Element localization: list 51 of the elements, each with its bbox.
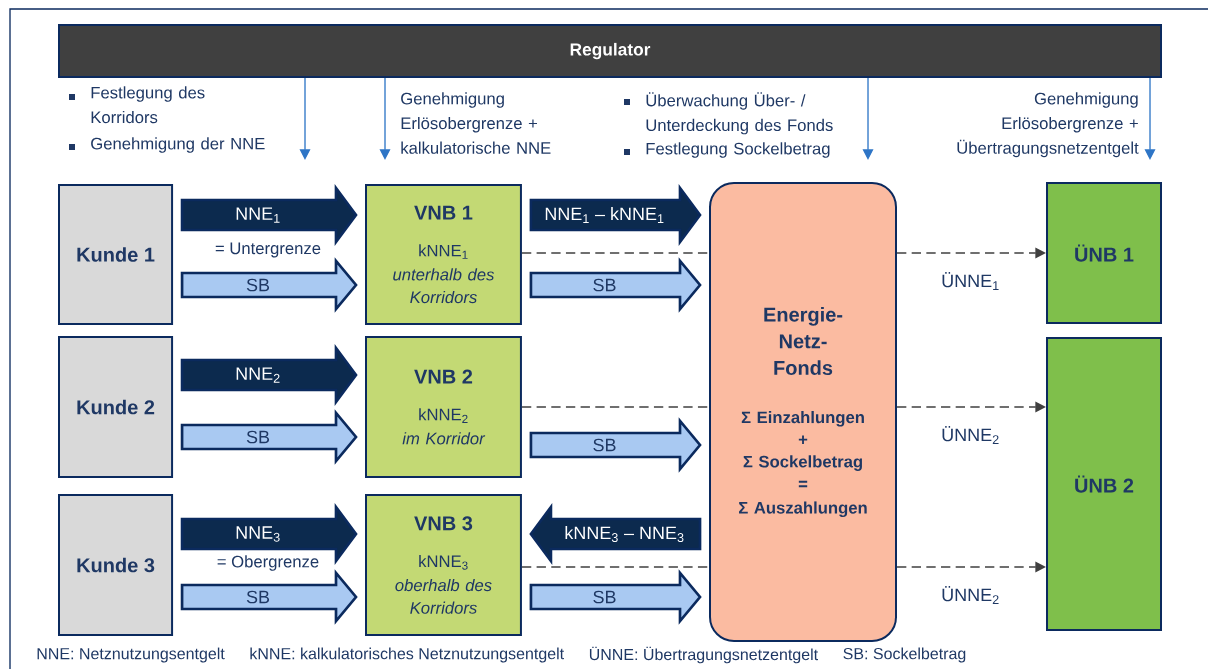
header-bar: Regulator xyxy=(58,24,1162,78)
edge-label: NNE$_{1}$ – kNNE$_{1}$ xyxy=(545,207,664,223)
block-arrow xyxy=(529,417,702,473)
customer-box: Kunde 1 xyxy=(58,184,174,325)
annotation-text: Genehmigung der NNE xyxy=(91,137,265,153)
edge-label: ÜNNE$_{2}$ xyxy=(942,426,999,444)
customer-box: Kunde 2 xyxy=(58,336,174,478)
distributor-box: VNB 2 kNNE$_{2}$ im Korridor xyxy=(365,336,522,478)
edge-label: NNE$_{1}$ xyxy=(236,207,280,223)
edge-label: kNNE$_{3}$ – NNE$_{3}$ xyxy=(565,526,684,543)
edge-label: SB xyxy=(246,278,270,292)
edge-label: NNE$_{2}$ xyxy=(236,367,280,383)
block-arrow xyxy=(529,257,702,313)
block-arrow xyxy=(180,569,358,625)
annotation-text: Überwachung Über- / Unterdeckung des Fonds xyxy=(646,92,833,135)
annotation-text: Genehmigung Erlösobergrenze + Übertragungsnetzentgelt xyxy=(957,92,1139,158)
footnote-text: SB: Sockelbetrag xyxy=(843,647,966,663)
annotation-text: Genehmigung Erlösobergrenze + kalkulatorische NNE xyxy=(401,92,551,154)
block-arrow xyxy=(180,257,358,313)
annotation-text: Festlegung Sockelbetrag xyxy=(646,142,830,158)
edge-label: ÜNNE$_{1}$ xyxy=(942,272,999,290)
edge-label: SB xyxy=(593,438,616,452)
block-arrow xyxy=(180,502,358,566)
edge-label: SB xyxy=(593,590,616,604)
edge-label: SB xyxy=(246,590,270,604)
edge-label: SB xyxy=(246,430,270,444)
block-arrow xyxy=(529,502,702,566)
arrow xyxy=(379,77,391,160)
distributor-box: VNB 3 kNNE$_{3}$ oberhalb des Korridors xyxy=(365,494,522,636)
annotation-text: = Obergrenze xyxy=(217,555,319,571)
edge-label: ÜNNE$_{2}$ xyxy=(942,586,999,604)
transmission-box: ÜNB 1 xyxy=(1046,182,1162,324)
block-arrow xyxy=(529,569,702,625)
dashed-line xyxy=(521,406,710,408)
edge-label: SB xyxy=(593,278,616,292)
transmission-box: ÜNB 2 xyxy=(1046,337,1162,631)
distributor-box: VNB 1 kNNE$_{1}$ unterhalb des Korridors xyxy=(365,184,522,325)
block-arrow xyxy=(180,409,358,465)
fund-box: Energie- Netz- Fonds Σ Einzahlungen + Σ Sockelbetrag = Σ Auszahlungen xyxy=(709,182,897,642)
edge-label: NNE$_{3}$ xyxy=(236,526,280,542)
annotation-text: = Untergrenze xyxy=(215,242,321,258)
customer-box: Kunde 3 xyxy=(58,494,174,636)
dashed-line xyxy=(521,252,710,254)
dashed-line xyxy=(521,566,710,568)
block-arrow xyxy=(180,183,358,247)
arrow xyxy=(299,77,311,160)
arrow xyxy=(862,77,874,160)
footnote-text: ÜNNE: Übertragungsnetzentgelt xyxy=(589,646,818,664)
block-arrow xyxy=(529,183,702,247)
arrow xyxy=(1144,77,1156,160)
block-arrow xyxy=(180,343,358,407)
